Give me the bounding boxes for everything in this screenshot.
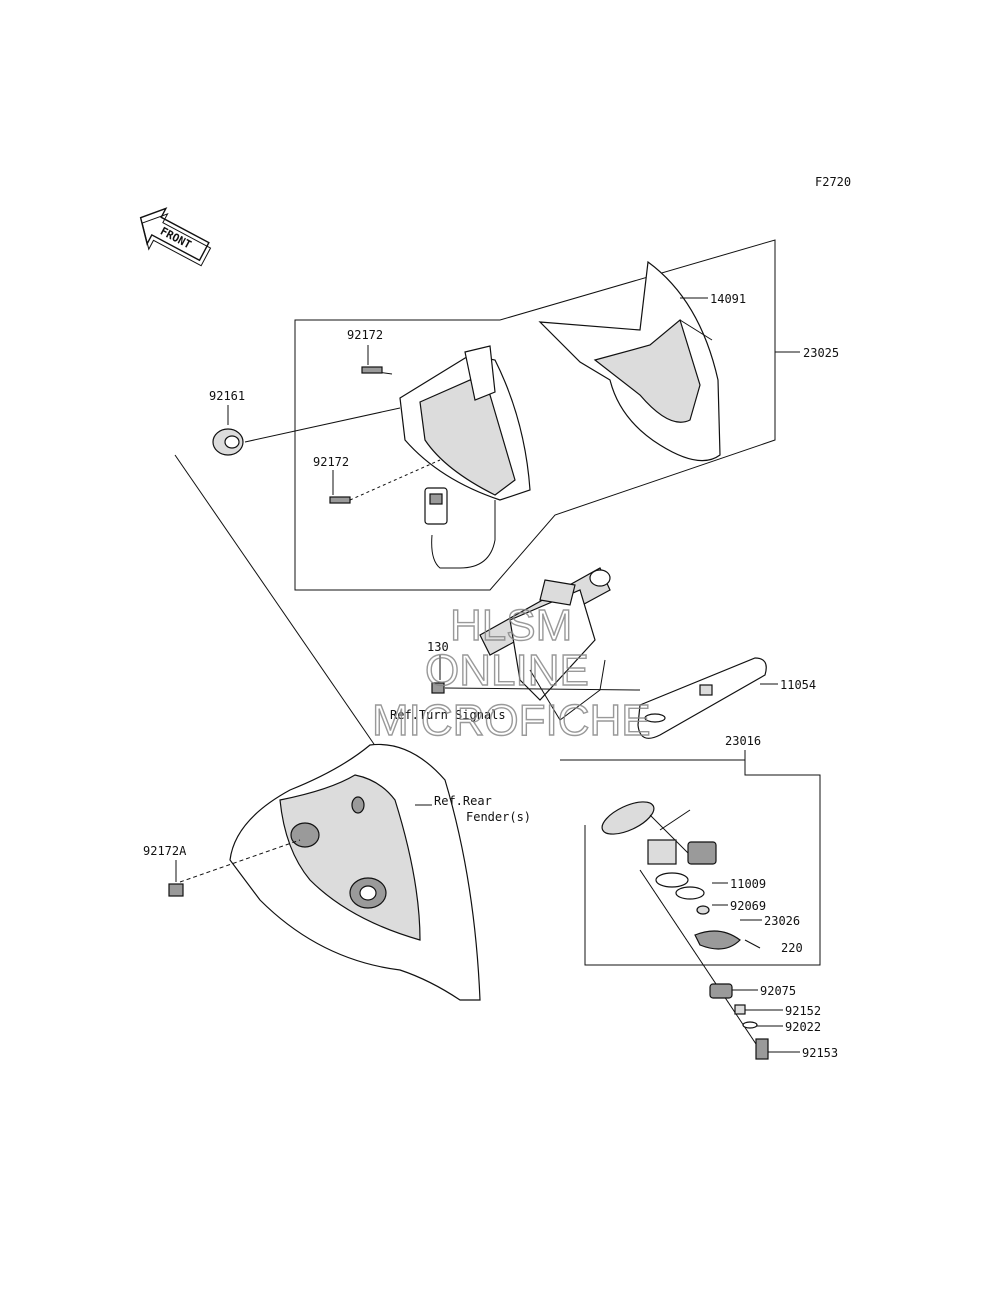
part-label-92172-top: 92172: [347, 328, 383, 342]
watermark-line3: MICROFICHE: [372, 696, 651, 745]
part-label-92022: 92022: [785, 1020, 821, 1034]
part-label-23016: 23016: [725, 734, 761, 748]
watermark-line1: HLSM: [450, 601, 572, 650]
part-label-92069: 92069: [730, 899, 766, 913]
taillight-lens: [538, 260, 721, 462]
license-lamp: [601, 801, 761, 950]
ref-rear-fender-line2: Fender(s): [466, 810, 531, 824]
part-label-92152: 92152: [785, 1004, 821, 1018]
ref-rear-fender-line1: Ref.Rear: [434, 794, 492, 808]
part-label-92075: 92075: [760, 984, 796, 998]
part-label-92153: 92153: [802, 1046, 838, 1060]
part-label-23026: 23026: [764, 914, 800, 928]
part-label-11009: 11009: [730, 877, 766, 891]
front-direction-arrow-icon: FRONT: [139, 207, 212, 267]
rear-fender: [229, 743, 481, 1001]
taillight-housing: [399, 345, 531, 569]
part-label-92172-mid: 92172: [313, 455, 349, 469]
part-label-92161: 92161: [209, 389, 245, 403]
bolt-92172A: [168, 860, 184, 897]
part-label-11054: 11054: [780, 678, 816, 692]
part-label-130: 130: [427, 640, 449, 654]
grommet-92161: [212, 428, 244, 456]
screw-92172-top: [361, 366, 393, 375]
part-label-23025: 23025: [803, 346, 839, 360]
watermark: HLSM ONLINE MICROFICHE: [371, 600, 651, 745]
watermark-line2: ONLINE: [425, 646, 589, 695]
part-label-14091: 14091: [710, 292, 746, 306]
plate-holder-11054: [637, 657, 767, 739]
part-label-220: 220: [781, 941, 803, 955]
bracket-assembly: [479, 567, 611, 721]
part-label-92172A: 92172A: [143, 844, 187, 858]
screw-92172-mid: [329, 459, 441, 504]
nut-130: [431, 655, 445, 694]
assembly-box-23025: [294, 239, 776, 591]
ref-turn-signals: Ref.Turn Signals: [390, 708, 506, 722]
figure-code: F2720: [815, 175, 851, 189]
